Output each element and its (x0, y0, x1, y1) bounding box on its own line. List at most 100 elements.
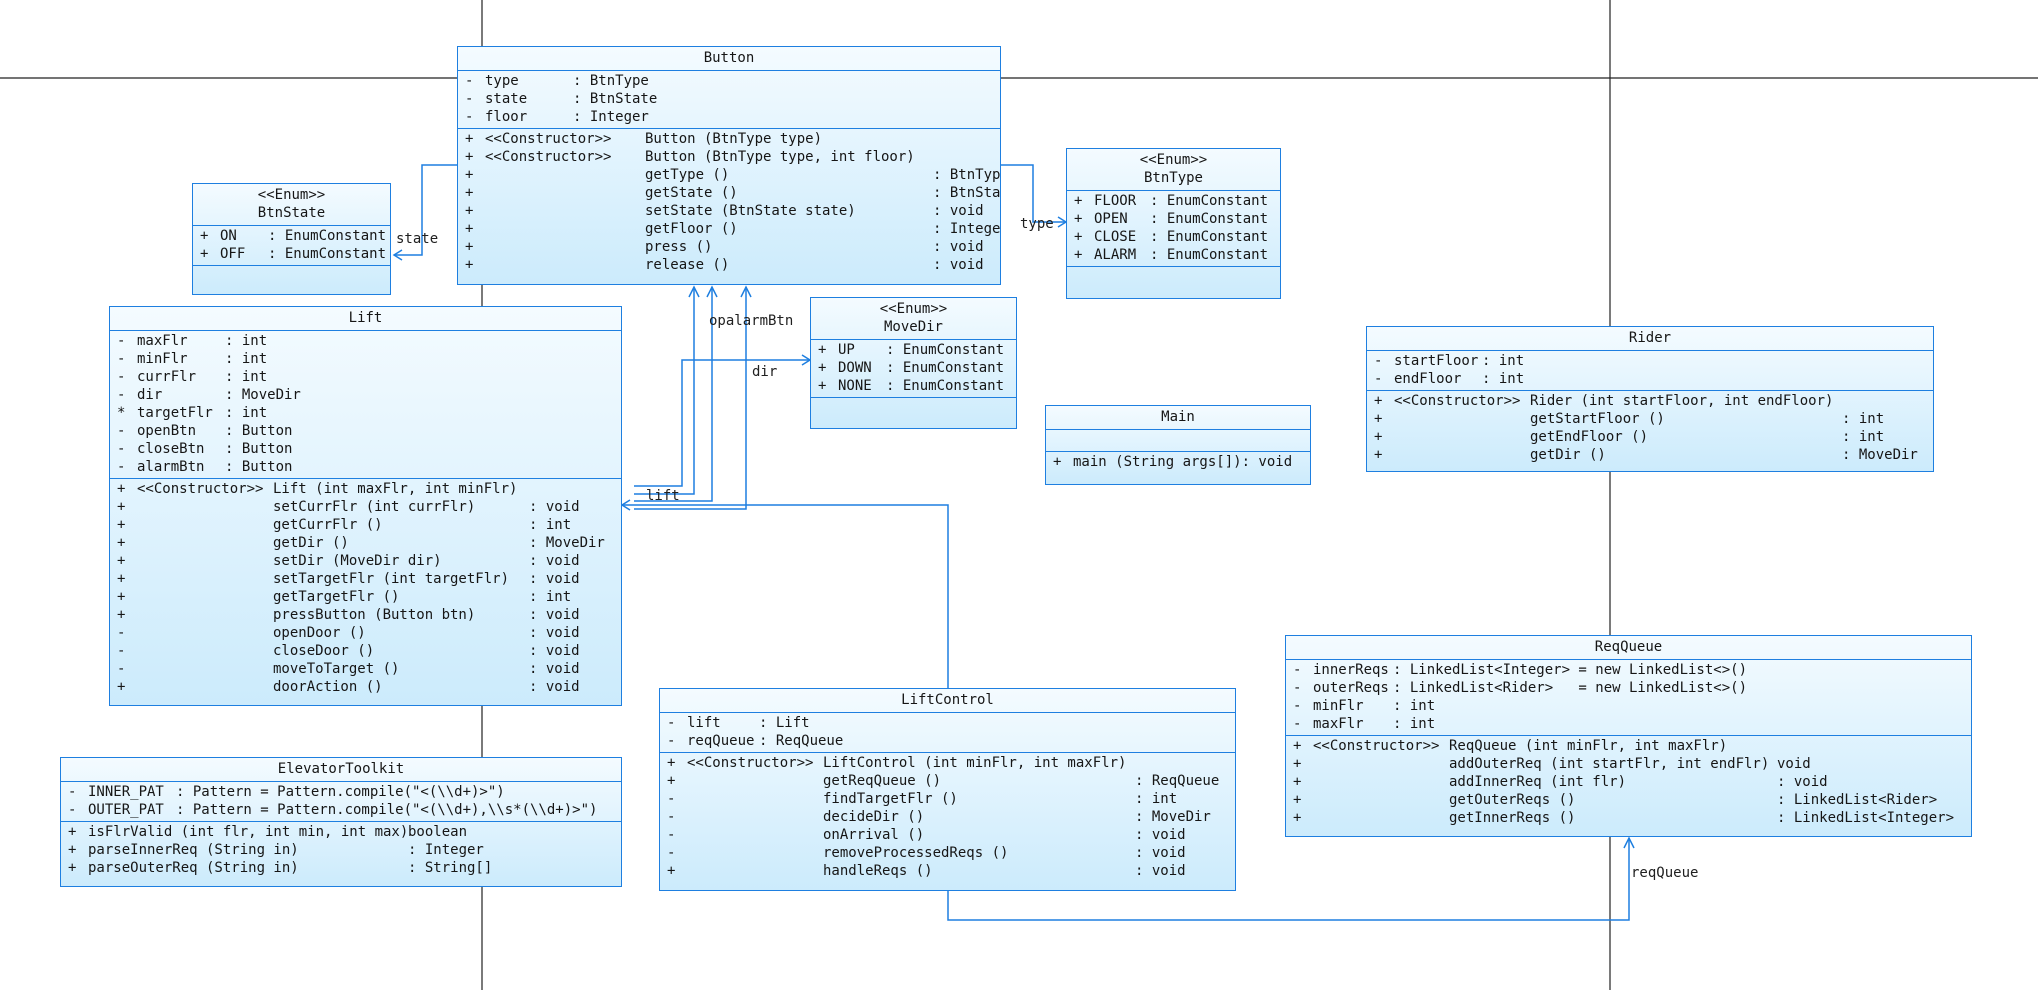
visibility-marker: - (465, 73, 474, 89)
method-stereotype (137, 660, 273, 678)
method-return: : int (1842, 429, 1885, 445)
attribute-name: maxFlr (137, 333, 188, 349)
attribute-row: -maxFlr: int (110, 332, 621, 350)
method-signature: getState () (645, 185, 738, 201)
method-return: : LinkedList<Integer> (1777, 810, 1955, 826)
attribute-type: : Lift (759, 715, 810, 731)
visibility-marker: - (68, 784, 77, 800)
class-lift[interactable]: Lift -maxFlr: int-minFlr: int-currFlr: i… (109, 306, 622, 706)
method-signature: setTargetFlr (int targetFlr) (273, 571, 510, 587)
method-stereotype (137, 534, 273, 552)
method-row: +getStartFloor (): int (1367, 410, 1933, 428)
method-row: +<<Constructor>>Lift (int maxFlr, int mi… (110, 480, 621, 498)
attribute-type: : LinkedList<Rider> = new LinkedList<>() (1393, 680, 1748, 696)
attribute-row: -type: BtnType (458, 72, 1000, 90)
method-signature: getDir () (1530, 447, 1606, 463)
attribute-type: : int (225, 405, 268, 421)
class-reqqueue[interactable]: ReqQueue -innerReqs: LinkedList<Integer>… (1285, 635, 1972, 837)
attribute-row: +DOWN: EnumConstant (811, 359, 1016, 377)
class-main[interactable]: Main +main (String args[]): void (1045, 405, 1311, 485)
method-stereotype (137, 498, 273, 516)
class-rider[interactable]: Rider -startFloor: int-endFloor: int +<<… (1366, 326, 1934, 472)
attribute-type: : int (1482, 353, 1525, 369)
class-elevatortoolkit[interactable]: ElevatorToolkit -INNER_PAT: Pattern = Pa… (60, 757, 622, 887)
method-row: +handleReqs (): void (660, 862, 1235, 880)
arrow-dir-head (801, 354, 812, 366)
attribute-type: : int (1393, 716, 1436, 732)
class-liftcontrol[interactable]: LiftControl -lift: Lift-reqQueue: ReqQue… (659, 688, 1236, 891)
attribute-row: -innerReqs: LinkedList<Integer> = new Li… (1286, 661, 1971, 679)
method-list: +<<Constructor>>Lift (int maxFlr, int mi… (110, 478, 621, 698)
assoc-state-line (394, 164, 458, 256)
method-row: -findTargetFlr (): int (660, 790, 1235, 808)
attribute-row: -openBtn: Button (110, 422, 621, 440)
stereotype: <<Enum>> (879, 301, 948, 317)
class-button[interactable]: Button -type: BtnType-state: BtnState-fl… (457, 46, 1001, 285)
visibility-marker: + (1293, 738, 1302, 754)
method-row: +<<Constructor>>ReqQueue (int minFlr, in… (1286, 737, 1971, 755)
attribute-name: reqQueue (687, 733, 755, 749)
attribute-type: : Integer (573, 109, 649, 125)
attribute-row: -endFloor: int (1367, 370, 1933, 388)
method-stereotype: <<Constructor>> (1313, 738, 1440, 754)
method-row: -moveToTarget (): void (110, 660, 621, 678)
class-title: ElevatorToolkit (277, 761, 405, 777)
visibility-marker: - (465, 91, 474, 107)
attribute-row: -minFlr: int (110, 350, 621, 368)
class-name: BtnType (1143, 170, 1203, 186)
class-title: <<Enum>> BtnState (193, 184, 390, 225)
method-signature: parseInnerReq (String in) (88, 842, 299, 858)
visibility-marker: - (117, 661, 126, 677)
attribute-row: -startFloor: int (1367, 352, 1933, 370)
visibility-marker: + (117, 499, 126, 515)
enum-btnstate[interactable]: <<Enum>> BtnState +ON: EnumConstant+OFF:… (192, 183, 391, 295)
method-signature: LiftControl (int minFlr, int maxFlr) (823, 755, 1127, 771)
method-stereotype: <<Constructor>> (687, 755, 814, 771)
attribute-type: : int (1393, 698, 1436, 714)
visibility-marker: + (1374, 429, 1383, 445)
method-signature: Button (BtnType type) (645, 131, 823, 147)
visibility-marker: + (117, 517, 126, 533)
attribute-type: : EnumConstant (1150, 193, 1269, 209)
visibility-marker: - (117, 423, 126, 439)
attribute-type: : EnumConstant (886, 342, 1005, 358)
method-stereotype (137, 552, 273, 570)
method-return: : void (1135, 845, 1186, 861)
method-stereotype (485, 220, 645, 238)
visibility-marker: + (1074, 193, 1083, 209)
attribute-list: -innerReqs: LinkedList<Integer> = new Li… (1286, 659, 1971, 735)
method-stereotype: <<Constructor>> (485, 131, 612, 147)
method-return: : void (529, 643, 580, 659)
method-row: +isFlrValid (int flr, int min, int max)b… (61, 823, 621, 841)
method-return: : String[] (408, 860, 493, 876)
visibility-marker: + (1293, 756, 1302, 772)
method-signature: getCurrFlr () (273, 517, 383, 533)
attribute-name: floor (485, 109, 528, 125)
attribute-name: DOWN (838, 360, 872, 376)
attribute-type: : BtnState (573, 91, 658, 107)
attribute-name: CLOSE (1094, 229, 1137, 245)
class-title: LiftControl (901, 692, 994, 708)
visibility-marker: + (465, 167, 474, 183)
class-title: Lift (348, 310, 383, 326)
method-return: : int (529, 589, 572, 605)
visibility-marker: + (818, 378, 827, 394)
class-title: <<Enum>> BtnType (1067, 149, 1280, 190)
method-row: +getInnerReqs (): LinkedList<Integer> (1286, 809, 1971, 827)
attribute-row: -INNER_PAT: Pattern = Pattern.compile("<… (61, 783, 621, 801)
method-signature: Lift (int maxFlr, int minFlr) (273, 481, 518, 497)
label-dir: dir (752, 364, 777, 380)
visibility-marker: + (68, 824, 77, 840)
attribute-type: : LinkedList<Integer> = new LinkedList<>… (1393, 662, 1748, 678)
method-row: +release (): void (458, 256, 1000, 274)
enum-movedir[interactable]: <<Enum>> MoveDir +UP: EnumConstant+DOWN:… (810, 297, 1017, 429)
visibility-marker: - (1374, 353, 1383, 369)
method-return: void (1777, 756, 1811, 772)
visibility-marker: - (117, 351, 126, 367)
attribute-row: -maxFlr: int (1286, 715, 1971, 733)
method-row: +<<Constructor>>Button (BtnType type, in… (458, 148, 1000, 166)
attribute-row: -alarmBtn: Button (110, 458, 621, 476)
method-stereotype (137, 588, 273, 606)
enum-btntype[interactable]: <<Enum>> BtnType +FLOOR: EnumConstant+OP… (1066, 148, 1281, 299)
method-return: : void (933, 203, 984, 219)
